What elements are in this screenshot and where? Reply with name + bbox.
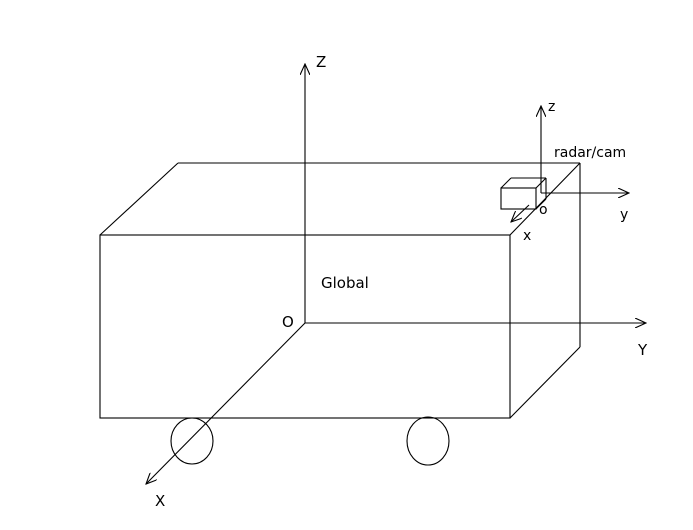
sensor-frame-label: radar/cam xyxy=(554,145,626,161)
global-x-label: X xyxy=(155,492,165,510)
global-frame: Z Y X O Global xyxy=(146,53,648,510)
global-z-label: Z xyxy=(316,53,326,71)
sensor-box xyxy=(500,177,547,210)
sensor-frame: z radar/cam o y x xyxy=(500,99,629,244)
global-frame-label: Global xyxy=(321,274,369,292)
sensor-z-label: z xyxy=(548,99,555,115)
global-origin-label: O xyxy=(282,313,294,331)
sensor-y-label: y xyxy=(620,207,628,223)
vehicle-right-bottom-edge xyxy=(509,346,581,419)
vehicle-top-left-edge xyxy=(99,162,179,236)
sensor-x-axis xyxy=(511,204,530,222)
global-x-axis xyxy=(146,322,306,484)
global-y-label: Y xyxy=(637,341,648,359)
vehicle-wheels xyxy=(170,416,450,466)
rear-wheel xyxy=(406,416,450,466)
sensor-x-label: x xyxy=(523,228,531,244)
sensor-origin-label: o xyxy=(539,202,548,218)
vehicle-top-right-edge xyxy=(509,162,581,236)
front-wheel xyxy=(170,417,214,465)
